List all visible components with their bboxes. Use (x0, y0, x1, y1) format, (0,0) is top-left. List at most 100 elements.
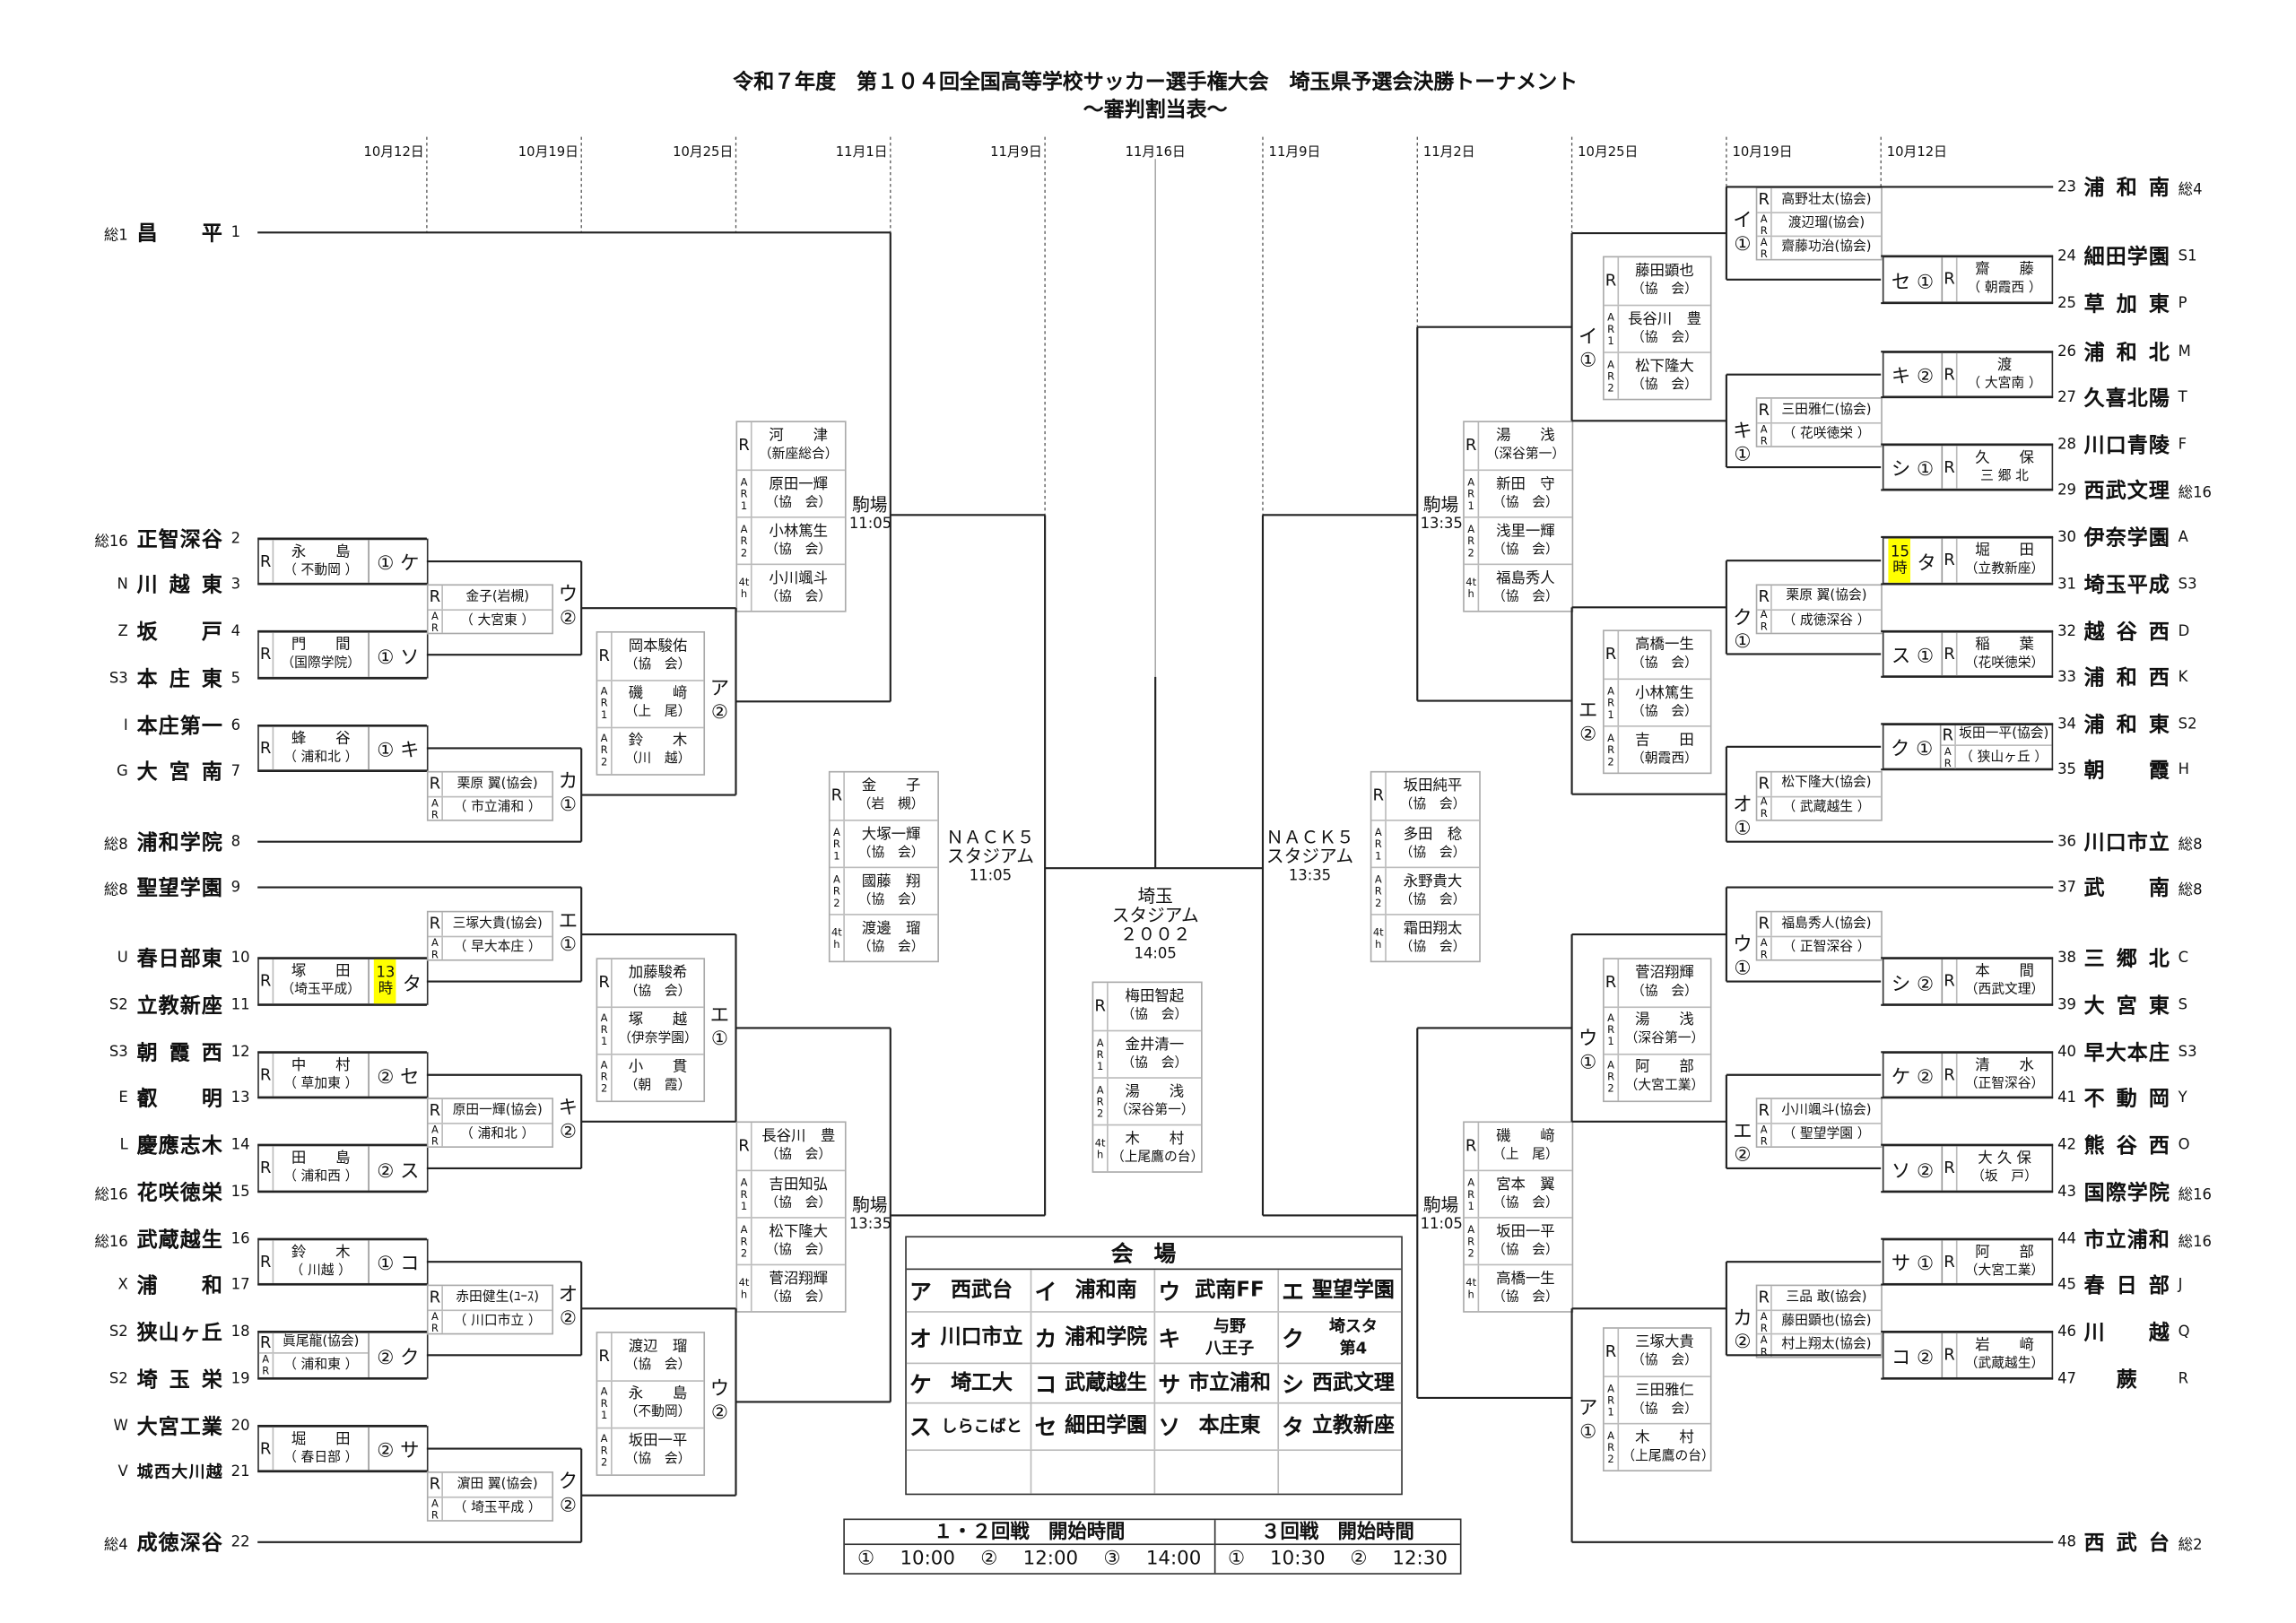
referee-name: 永 島 (628, 1386, 688, 1403)
referee-name-cell: 加藤駿希（協 会） (613, 959, 704, 1006)
referee-name-cell: 小林篤生（協 会） (1619, 681, 1710, 726)
referee-name: 福島秀人(協会) (1781, 916, 1872, 931)
referee-role: R (1943, 632, 1958, 676)
date-label: 11月1日 (835, 145, 888, 161)
referee-role: AR (429, 936, 443, 960)
venue-cell: サ市立浦和 (1153, 1364, 1278, 1402)
team-name: 浦和東 (2083, 713, 2170, 738)
team-name: 大宮南 (136, 760, 222, 785)
referee-affiliation: （ 草加東 ） (283, 1076, 359, 1091)
team-seed-tag: A (2178, 528, 2188, 545)
venue-name: 駒場 (852, 494, 888, 516)
venue-cell: タ立教新座 (1277, 1403, 1401, 1450)
team-name: 浦和 (136, 1274, 222, 1298)
referee-role: AR2 (1605, 1054, 1620, 1100)
referee-role: R (429, 1473, 443, 1497)
referee-name: 木 村 (1635, 1429, 1694, 1446)
referee-name: 高野壮太(協会) (1781, 192, 1872, 207)
match-venue-code: オ① (1733, 794, 1752, 840)
venue-name: スタジアム (1265, 846, 1354, 867)
team-seed-tag: K (2178, 668, 2188, 685)
team-seed-tag: S2 (2178, 716, 2197, 733)
venue-cell: ウ武南FF (1153, 1270, 1278, 1312)
referee-name-cell: 金子(岩槻) (443, 586, 552, 610)
match-venue-code: エ① (558, 910, 578, 957)
venue-cell: スしらこばと (907, 1404, 1031, 1450)
referee-affiliation: （武蔵越生） (1964, 1357, 2045, 1372)
referee-row: AR（ 正智深谷 ） (1757, 935, 1882, 960)
team-number: 47 (2057, 1370, 2077, 1387)
referee-role: R (1943, 1053, 1958, 1097)
match-venue-code: ② ス (377, 1159, 420, 1183)
referee-role: AR2 (737, 1218, 752, 1264)
referee-name-cell: 鈴 木（川 越） (613, 728, 704, 774)
referee-role: R (259, 1146, 274, 1191)
match-code-cell: ① ケ (368, 540, 427, 583)
match-venue-code: ① ソ (377, 647, 420, 669)
team-number: 25 (2057, 295, 2077, 312)
kickoff-time-highlight: 13時 (374, 959, 397, 1004)
date-label: 10月19日 (1732, 145, 1793, 161)
referee-name: 高橋一生 (1496, 1271, 1555, 1288)
team-number: 2 (230, 530, 241, 547)
team-name: 伊奈学園 (2083, 526, 2170, 551)
referee-name: （ 花咲徳栄 ） (1782, 426, 1871, 442)
referee-name-cell: 小 貫（朝 霞） (613, 1055, 704, 1100)
team-name: 朝霞西 (136, 1041, 222, 1066)
referee-affiliation: （協 会） (765, 1147, 832, 1163)
match-code-cell: コ ② (1883, 1332, 1944, 1377)
referee-name: 原田一輝 (769, 475, 829, 492)
team-seed-tag: V (117, 1462, 128, 1480)
referee-name-cell: 菅沼翔輝（協 会） (752, 1265, 845, 1311)
team-seed-tag: R (2178, 1370, 2189, 1387)
venue-cell: ク埼スタ 第4 (1277, 1312, 1401, 1363)
match-venue-code: オ② (558, 1285, 578, 1331)
match-venue-code: ウ① (1578, 1028, 1598, 1074)
team-name: 浦和学院 (136, 831, 222, 855)
referee-row: AR（ 聖望学園 ） (1757, 1123, 1882, 1148)
team-name: 叡明 (136, 1087, 222, 1111)
referee-role: AR (1757, 236, 1772, 260)
venue-name: ＮＡＣＫ５ (946, 827, 1035, 848)
referee-name-cell: 國藤 翔（協 会） (845, 868, 937, 914)
referee-role: AR1 (1465, 1171, 1480, 1218)
referee-name: （ 成徳深谷 ） (1782, 612, 1871, 629)
slot-number: ② (1350, 1548, 1368, 1570)
team-number: 12 (230, 1044, 250, 1061)
referee-affiliation: （ 不動岡 ） (283, 562, 359, 578)
team-seed-tag: 総16 (2178, 1186, 2212, 1203)
referee-role: AR (1757, 796, 1772, 820)
referee-name: 堀 田 (1975, 542, 2034, 560)
referee-name-cell: 塚 越（伊奈学園） (613, 1007, 704, 1053)
referee-name-cell: 坂田一平（協 会） (613, 1428, 704, 1474)
match-code-cell: ク ① (1883, 725, 1942, 768)
venue-code: エ (1282, 1278, 1304, 1305)
team-seed-tag: S3 (109, 670, 128, 687)
